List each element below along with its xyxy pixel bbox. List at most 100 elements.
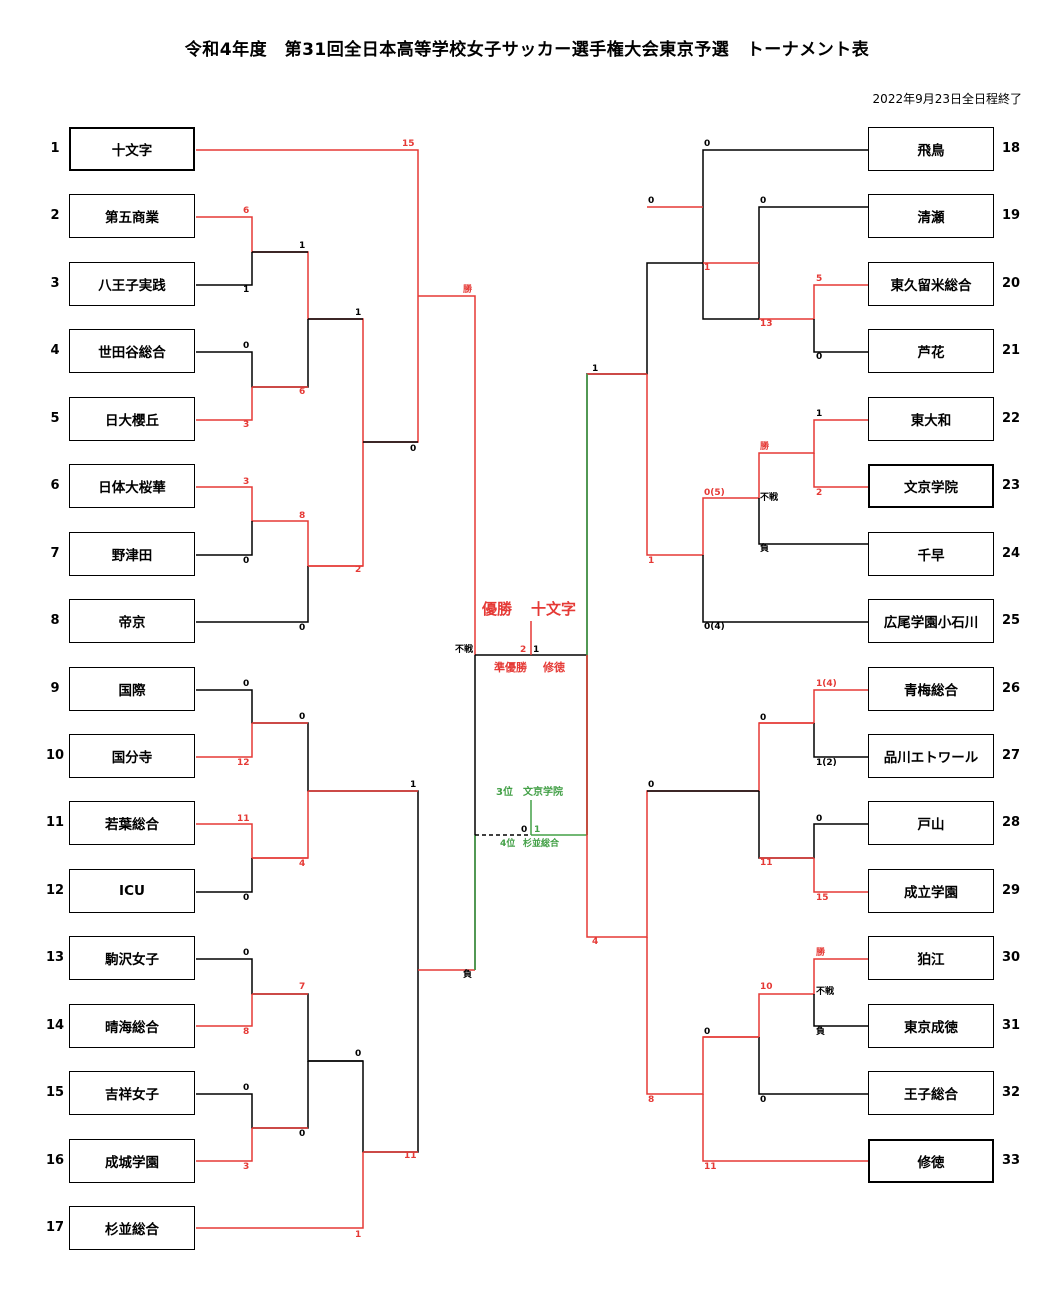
seed-number: 11 bbox=[45, 815, 65, 830]
score-label: 12 bbox=[237, 758, 250, 768]
score-label: 0 bbox=[760, 713, 767, 723]
score-label: 0 bbox=[410, 444, 417, 454]
score-label: 0 bbox=[760, 196, 767, 206]
score-label: 11 bbox=[760, 858, 773, 868]
score-label: 負 bbox=[760, 544, 770, 554]
seed-number: 9 bbox=[50, 681, 60, 696]
bracket-line bbox=[758, 1037, 868, 1095]
score-label: 5 bbox=[816, 274, 823, 284]
final-score-right: 1 bbox=[533, 645, 540, 655]
score-label: 2 bbox=[816, 488, 823, 498]
bracket-line bbox=[586, 149, 868, 835]
score-label: 0 bbox=[243, 341, 250, 351]
final-score-left: 2 bbox=[520, 645, 527, 655]
score-label: 不戦 bbox=[816, 987, 835, 997]
runner-up-name: 修徳 bbox=[543, 661, 565, 674]
team-box: 修徳 bbox=[868, 1139, 994, 1183]
score-label: 2 bbox=[355, 565, 362, 575]
score-label: 11 bbox=[404, 1151, 417, 1161]
score-label: 1 bbox=[704, 263, 711, 273]
fourth-name: 杉並総合 bbox=[523, 839, 560, 849]
team-box: 日大櫻丘 bbox=[69, 397, 195, 441]
team-box: 日体大桜華 bbox=[69, 464, 195, 508]
seed-number: 32 bbox=[1001, 1085, 1021, 1100]
seed-number: 19 bbox=[1001, 208, 1021, 223]
team-box: 王子総合 bbox=[868, 1071, 994, 1115]
team-box: 十文字 bbox=[69, 127, 195, 171]
seed-number: 13 bbox=[45, 950, 65, 965]
team-box: 杉並総合 bbox=[69, 1206, 195, 1250]
bracket-line bbox=[196, 442, 364, 567]
fourth-label: 4位 bbox=[500, 839, 516, 849]
team-box: 第五商業 bbox=[69, 194, 195, 238]
champion-name: 十文字 bbox=[531, 600, 577, 618]
score-label: 0 bbox=[816, 814, 823, 824]
score-label: 10 bbox=[760, 982, 773, 992]
bracket-line bbox=[196, 566, 309, 623]
score-label: 11 bbox=[704, 1162, 717, 1172]
seed-number: 18 bbox=[1001, 141, 1021, 156]
team-box: 東大和 bbox=[868, 397, 994, 441]
seed-number: 24 bbox=[1001, 546, 1021, 561]
bracket-line bbox=[813, 319, 868, 353]
bracket-line bbox=[758, 791, 868, 859]
score-label: 0 bbox=[355, 1049, 362, 1059]
seed-number: 10 bbox=[45, 748, 65, 763]
team-box: 芦花 bbox=[868, 329, 994, 373]
bracket-line bbox=[646, 937, 868, 1095]
score-label: 1 bbox=[299, 241, 306, 251]
seed-number: 22 bbox=[1001, 411, 1021, 426]
score-label: 3 bbox=[243, 420, 250, 430]
team-box: 野津田 bbox=[69, 532, 195, 576]
score-label: 3 bbox=[243, 477, 250, 487]
completion-date: 2022年9月23日全日程終了 bbox=[872, 92, 1022, 106]
team-box: 清瀬 bbox=[868, 194, 994, 238]
bracket-line bbox=[759, 284, 868, 320]
bracket-line bbox=[813, 723, 868, 758]
third-score-left: 0 bbox=[521, 825, 528, 835]
bracket-line bbox=[196, 319, 309, 388]
score-label: 不戦 bbox=[760, 493, 779, 503]
score-label: 8 bbox=[299, 511, 306, 521]
bracket-line bbox=[418, 295, 476, 655]
team-box: 東久留米総合 bbox=[868, 262, 994, 306]
score-label: 1(2) bbox=[816, 758, 837, 768]
seed-number: 3 bbox=[50, 276, 60, 291]
score-label: 勝 bbox=[760, 442, 770, 452]
score-label: 不戦 bbox=[455, 645, 474, 655]
bracket-line bbox=[646, 374, 868, 556]
team-box: 青梅総合 bbox=[868, 667, 994, 711]
team-box: 成立学園 bbox=[868, 869, 994, 913]
bracket-line bbox=[196, 791, 309, 859]
score-label: 8 bbox=[648, 1095, 655, 1105]
score-label: 1 bbox=[355, 1230, 362, 1240]
bracket-line bbox=[813, 994, 868, 1027]
score-label: 15 bbox=[816, 893, 829, 903]
bracket-line bbox=[196, 958, 419, 1153]
bracket-line bbox=[813, 858, 868, 893]
team-box: 国分寺 bbox=[69, 734, 195, 778]
seed-number: 5 bbox=[50, 411, 60, 426]
seed-number: 6 bbox=[50, 478, 60, 493]
bracket-line bbox=[196, 1152, 364, 1229]
team-box: 八王子実践 bbox=[69, 262, 195, 306]
team-box: 国際 bbox=[69, 667, 195, 711]
seed-number: 28 bbox=[1001, 815, 1021, 830]
seed-number: 33 bbox=[1001, 1153, 1021, 1168]
score-label: 勝 bbox=[463, 285, 473, 295]
score-label: 1 bbox=[243, 285, 250, 295]
seed-number: 15 bbox=[45, 1085, 65, 1100]
page-title: 令和4年度 第31回全日本高等学校女子サッカー選手権大会東京予選 トーナメント表 bbox=[184, 40, 870, 60]
score-label: 0 bbox=[299, 623, 306, 633]
score-label: 0 bbox=[648, 780, 655, 790]
bracket-line bbox=[196, 252, 253, 286]
score-label: 4 bbox=[299, 859, 306, 869]
seed-number: 31 bbox=[1001, 1018, 1021, 1033]
team-box: 成城学園 bbox=[69, 1139, 195, 1183]
seed-number: 7 bbox=[50, 546, 60, 561]
score-label: 0 bbox=[299, 712, 306, 722]
seed-number: 29 bbox=[1001, 883, 1021, 898]
bracket-line bbox=[196, 1128, 253, 1162]
score-label: 4 bbox=[592, 937, 599, 947]
